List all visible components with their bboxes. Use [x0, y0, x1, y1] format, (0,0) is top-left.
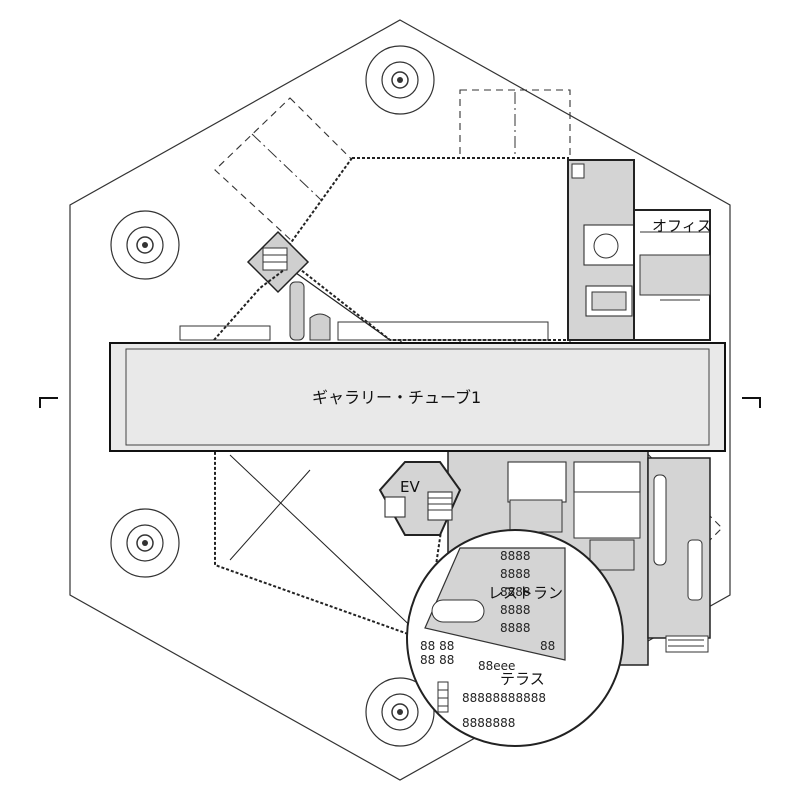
seat-row: 8888: [500, 585, 531, 599]
section-mark-icon: [39, 397, 58, 408]
seat-row: 8888: [500, 549, 531, 563]
ev-label: EV: [400, 478, 420, 496]
terrace-circle: [406, 529, 624, 747]
seat-row: 8888: [500, 621, 531, 635]
column-icon: [110, 508, 180, 578]
section-mark-icon: [742, 397, 761, 408]
terrace-label: テラス: [500, 670, 545, 688]
restaurant-seating: 8888 8888 8888 8888 8888 88: [500, 549, 555, 653]
office-block: [567, 159, 711, 341]
seat-row: 88eee: [478, 659, 515, 673]
elevator-core: [378, 461, 462, 536]
column-icon: [365, 677, 435, 747]
seat-row: 8888: [500, 603, 531, 617]
seat-row: 88 88: [420, 653, 454, 667]
seat-row: 88 88: [420, 639, 454, 653]
seat-row: 88: [540, 639, 555, 653]
terrace-seating: 88 88 88 88 88eee 88888888888 8888888: [420, 639, 546, 730]
site-boundary-hexagon: [69, 19, 731, 781]
upper-stair: [246, 230, 310, 294]
seat-row: 8888: [500, 567, 531, 581]
edge-line: [229, 469, 311, 561]
gallery-tube-inner: [125, 348, 710, 446]
edge-line: [229, 454, 421, 636]
column-icon: [110, 210, 180, 280]
gallery-tube: [109, 342, 726, 452]
seat-row: 8888888: [462, 716, 515, 730]
corridor-pipes: [179, 281, 549, 341]
projected-tube-vertical: [459, 89, 571, 661]
office-label: オフィス: [652, 217, 712, 235]
column-icon: [365, 45, 435, 115]
upper-gallery-volume: [280, 157, 569, 341]
seat-row: 88888888888: [462, 691, 546, 705]
gallery-tube-label: ギャラリー・チューブ1: [312, 388, 481, 407]
restaurant-label: レストラン: [488, 584, 563, 602]
